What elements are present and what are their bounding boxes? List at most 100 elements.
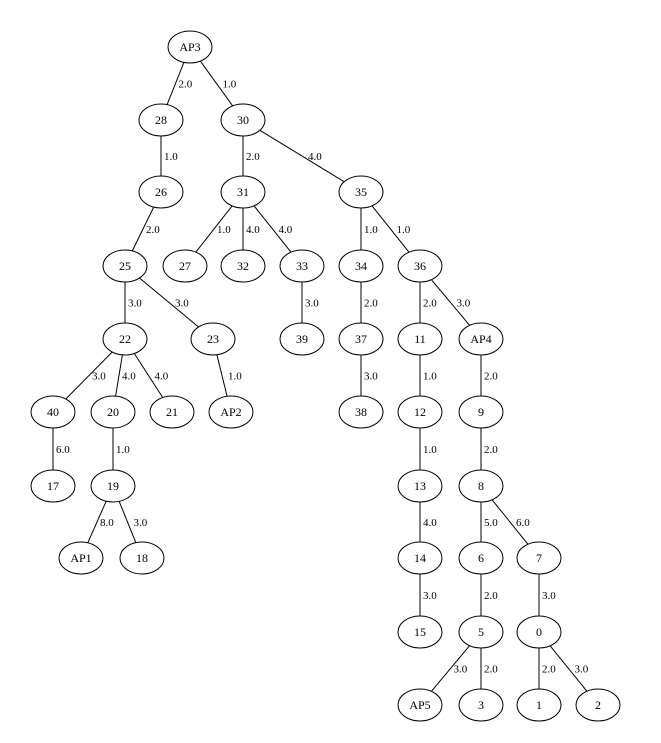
edge-weight-label: 1.0 <box>116 444 130 456</box>
node-ellipse <box>397 469 443 503</box>
node-8: 8 <box>458 469 504 503</box>
node-ap3: AP3 <box>167 30 213 64</box>
node-label: AP2 <box>220 405 241 419</box>
node-11: 11 <box>397 322 443 356</box>
node-ellipse <box>102 249 148 283</box>
node-ellipse <box>138 175 184 209</box>
edge-23-ap2 <box>216 354 228 397</box>
node-ellipse <box>90 469 136 503</box>
node-ellipse <box>279 249 325 283</box>
node-label: 38 <box>355 405 367 419</box>
edge-5-ap5 <box>431 645 470 692</box>
node-label: 39 <box>296 332 308 346</box>
edge-weight-label: 4.0 <box>155 371 169 383</box>
node-17: 17 <box>30 469 76 503</box>
node-ellipse <box>516 541 562 575</box>
node-ellipse <box>220 103 266 137</box>
node-ellipse <box>58 541 104 575</box>
node-ellipse <box>338 175 384 209</box>
node-ellipse <box>397 541 443 575</box>
node-label: 3 <box>478 698 484 712</box>
edge-weight-label: 5.0 <box>484 517 498 529</box>
node-label: 40 <box>47 405 59 419</box>
edge-22-20 <box>115 354 123 397</box>
edges-layer <box>52 60 588 692</box>
node-label: 20 <box>107 405 119 419</box>
node-25: 25 <box>102 249 148 283</box>
node-label: 2 <box>595 698 601 712</box>
edge-30-35 <box>259 129 345 183</box>
node-ellipse <box>338 322 384 356</box>
node-label: 19 <box>107 479 119 493</box>
node-label: 5 <box>478 625 484 639</box>
node-label: 23 <box>207 332 219 346</box>
edge-weight-label: 2.0 <box>423 298 437 310</box>
node-label: 28 <box>155 113 167 127</box>
node-ap5: AP5 <box>397 688 443 722</box>
node-6: 6 <box>458 541 504 575</box>
edge-weight-label: 4.0 <box>308 151 322 163</box>
node-1: 1 <box>516 688 562 722</box>
node-ellipse <box>338 249 384 283</box>
node-label: 18 <box>136 551 148 565</box>
node-ellipse <box>208 395 254 429</box>
node-28: 28 <box>138 103 184 137</box>
node-33: 33 <box>279 249 325 283</box>
node-13: 13 <box>397 469 443 503</box>
node-30: 30 <box>220 103 266 137</box>
node-ellipse <box>458 395 504 429</box>
edge-weight-label: 4.0 <box>279 224 293 236</box>
node-ellipse <box>458 469 504 503</box>
node-3: 3 <box>458 688 504 722</box>
node-label: 0 <box>536 625 542 639</box>
node-label: 11 <box>414 332 426 346</box>
node-5: 5 <box>458 615 504 649</box>
edge-19-ap1 <box>87 500 107 544</box>
edge-8-7 <box>491 499 529 545</box>
node-ellipse <box>162 249 208 283</box>
edge-weight-label: 3.0 <box>364 371 378 383</box>
edge-22-21 <box>133 353 164 398</box>
node-18: 18 <box>119 541 165 575</box>
node-ellipse <box>575 688 621 722</box>
edge-36-ap4 <box>431 279 470 326</box>
node-label: 8 <box>478 479 484 493</box>
edge-weight-label: 2.0 <box>364 298 378 310</box>
node-label: 31 <box>237 185 249 199</box>
edge-ap3-30 <box>199 60 234 107</box>
node-35: 35 <box>338 175 384 209</box>
node-ellipse <box>397 688 443 722</box>
edge-weight-label: 8.0 <box>100 517 114 529</box>
edge-31-33 <box>253 205 292 253</box>
edge-ap3-28 <box>166 62 185 105</box>
edge-weight-label: 4.0 <box>122 371 136 383</box>
node-34: 34 <box>338 249 384 283</box>
edge-weight-label: 4.0 <box>246 224 260 236</box>
edge-26-25 <box>131 206 155 252</box>
node-ellipse <box>458 322 504 356</box>
edge-weight-label: 2.0 <box>484 590 498 602</box>
node-38: 38 <box>338 395 384 429</box>
node-label: 12 <box>414 405 426 419</box>
edge-weight-label: 3.0 <box>128 298 142 310</box>
node-label: 37 <box>355 332 367 346</box>
node-9: 9 <box>458 395 504 429</box>
node-label: 17 <box>47 479 59 493</box>
node-ellipse <box>30 469 76 503</box>
node-ellipse <box>397 249 443 283</box>
edge-weight-label: 3.0 <box>92 371 106 383</box>
edge-22-40 <box>65 351 113 400</box>
node-ellipse <box>30 395 76 429</box>
node-ap4: AP4 <box>458 322 504 356</box>
node-label: AP4 <box>470 332 491 346</box>
node-27: 27 <box>162 249 208 283</box>
node-ellipse <box>338 395 384 429</box>
node-label: 33 <box>296 259 308 273</box>
node-23: 23 <box>190 322 236 356</box>
node-ellipse <box>458 541 504 575</box>
node-label: 7 <box>536 551 542 565</box>
node-ellipse <box>458 615 504 649</box>
node-label: 21 <box>166 405 178 419</box>
